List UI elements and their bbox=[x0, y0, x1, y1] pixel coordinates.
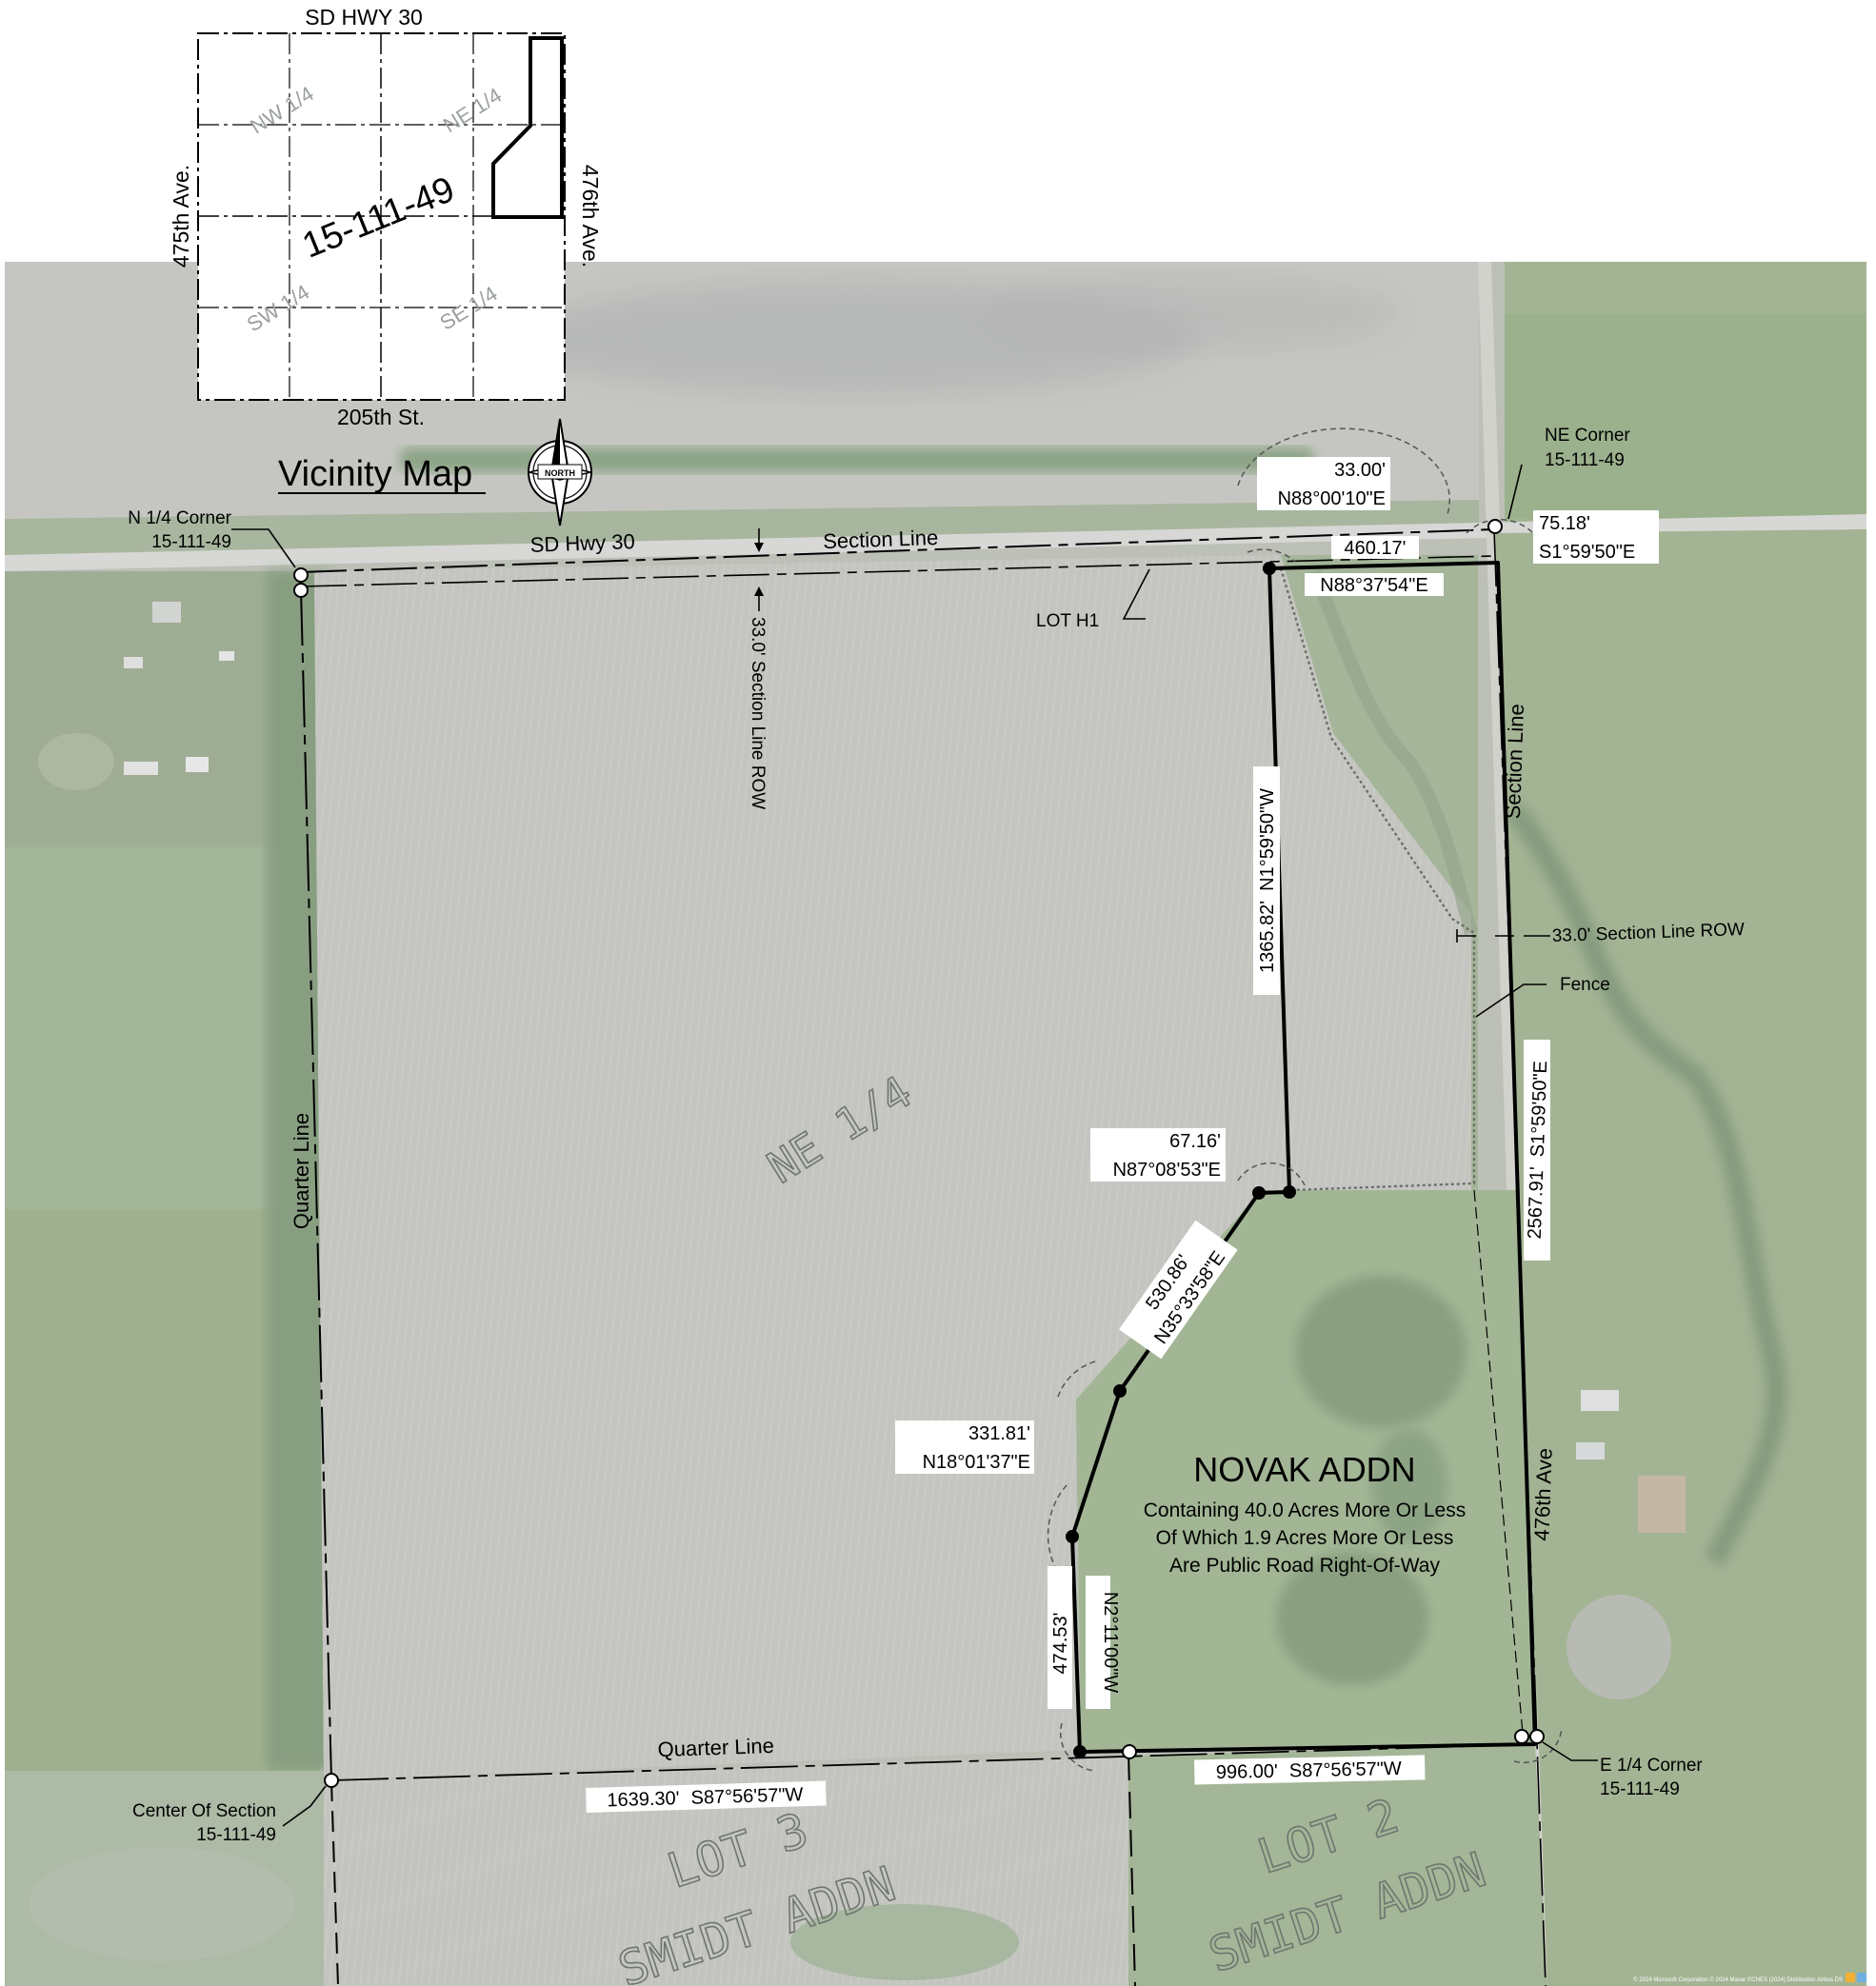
jog-distance: 67.16' bbox=[1169, 1131, 1221, 1152]
row-left-label: 33.0' Section Line ROW bbox=[748, 617, 768, 809]
ne-tie-bearing: N88°00'10"E bbox=[1278, 488, 1386, 509]
set-pin-icon bbox=[1252, 1186, 1266, 1200]
lot-h1-label: LOT H1 bbox=[1036, 611, 1099, 631]
corner-labels: N 1/4 Corner 15-111-49 NE Corner 15-111-… bbox=[128, 426, 1703, 1845]
n-quarter-corner-label: N 1/4 Corner bbox=[128, 508, 231, 528]
west-lower-distance: 474.53' bbox=[1050, 1613, 1071, 1675]
ne-corner-label: NE Corner bbox=[1545, 426, 1630, 446]
leader-lines bbox=[231, 464, 1598, 1827]
found-pin-icon bbox=[1487, 519, 1503, 534]
avenue-label: 476th Ave bbox=[1529, 1448, 1556, 1541]
south-right-call: 996.00'S87°56'57"W bbox=[1216, 1758, 1402, 1783]
center-corner-label: Center Of Section bbox=[132, 1801, 276, 1821]
jog-bearing: N87°08'53"E bbox=[1113, 1160, 1221, 1181]
monuments bbox=[293, 519, 1545, 1788]
bing-logo-icon bbox=[1846, 1973, 1855, 1982]
set-pin-icon bbox=[1263, 562, 1276, 575]
found-pin-icon bbox=[293, 583, 309, 598]
found-pin-icon bbox=[293, 567, 309, 583]
fence-label: Fence bbox=[1560, 975, 1610, 995]
found-pin-icon bbox=[1122, 1744, 1137, 1759]
west-lower-bearing: N2°11'00"W bbox=[1100, 1592, 1121, 1693]
south-left-call: 1639.30'S87°56'57"W bbox=[607, 1784, 804, 1811]
n-quarter-corner-section: 15-111-49 bbox=[151, 532, 231, 552]
vicinity-map: SD HWY 30 205th St. 475th Ave. 476th Ave… bbox=[169, 5, 603, 526]
diag-lower-bearing: N18°01'37"E bbox=[923, 1452, 1030, 1473]
fence-line bbox=[1279, 567, 1476, 1192]
north-label: NORTH bbox=[545, 468, 575, 478]
parcel-description-line-3: Are Public Road Right-Of-Way bbox=[1169, 1555, 1440, 1577]
found-pin-icon bbox=[1514, 1729, 1529, 1744]
ne-row-bearing: S1°59'50"E bbox=[1539, 542, 1635, 563]
found-pin-icon bbox=[1529, 1729, 1545, 1744]
section-line-top-label: Section Line bbox=[823, 526, 939, 553]
west-upper-call: 1365.82'N1°59'50"W bbox=[1257, 788, 1278, 973]
vicinity-top-road: SD HWY 30 bbox=[305, 5, 423, 30]
set-pin-icon bbox=[1066, 1530, 1079, 1543]
set-pin-icon bbox=[1073, 1745, 1087, 1758]
vicinity-left-road: 475th Ave. bbox=[169, 165, 193, 268]
north-line-distance: 460.17' bbox=[1345, 538, 1407, 559]
east-line-call: 2567.91'S1°59'50"E bbox=[1525, 1061, 1552, 1240]
north-arrow-icon: NORTH bbox=[528, 418, 592, 526]
quarter-line-bottom-label: Quarter Line bbox=[657, 1734, 774, 1761]
ne-corner-section: 15-111-49 bbox=[1545, 450, 1625, 470]
parcel-name: NOVAK ADDN bbox=[1193, 1450, 1415, 1489]
e-quarter-corner-section: 15-111-49 bbox=[1600, 1779, 1680, 1799]
section-line-right-label: Section Line bbox=[1501, 704, 1528, 820]
ne-row-distance: 75.18' bbox=[1539, 513, 1590, 534]
parcel-description-line-1: Containing 40.0 Acres More Or Less bbox=[1144, 1499, 1467, 1521]
set-pin-icon bbox=[1283, 1185, 1296, 1199]
vicinity-map-title: Vicinity Map bbox=[278, 454, 472, 494]
found-pin-icon bbox=[324, 1773, 339, 1788]
ne-tie-distance: 33.00' bbox=[1334, 460, 1386, 481]
parcel-description-line-2: Of Which 1.9 Acres More Or Less bbox=[1156, 1527, 1454, 1549]
imagery-attribution: © 2024 Microsoft Corporation © 2024 Maxa… bbox=[1633, 1976, 1843, 1983]
north-line-bearing: N88°37'54"E bbox=[1320, 575, 1427, 596]
set-pin-icon bbox=[1113, 1384, 1127, 1398]
highway-label: SD Hwy 30 bbox=[529, 529, 635, 557]
center-corner-section: 15-111-49 bbox=[196, 1825, 276, 1845]
diag-lower-distance: 331.81' bbox=[968, 1423, 1030, 1444]
vicinity-bottom-road: 205th St. bbox=[337, 405, 425, 429]
e-quarter-corner-label: E 1/4 Corner bbox=[1600, 1756, 1703, 1776]
quarter-line-left-label: Quarter Line bbox=[289, 1113, 313, 1229]
vicinity-right-road: 476th Ave. bbox=[578, 165, 603, 268]
